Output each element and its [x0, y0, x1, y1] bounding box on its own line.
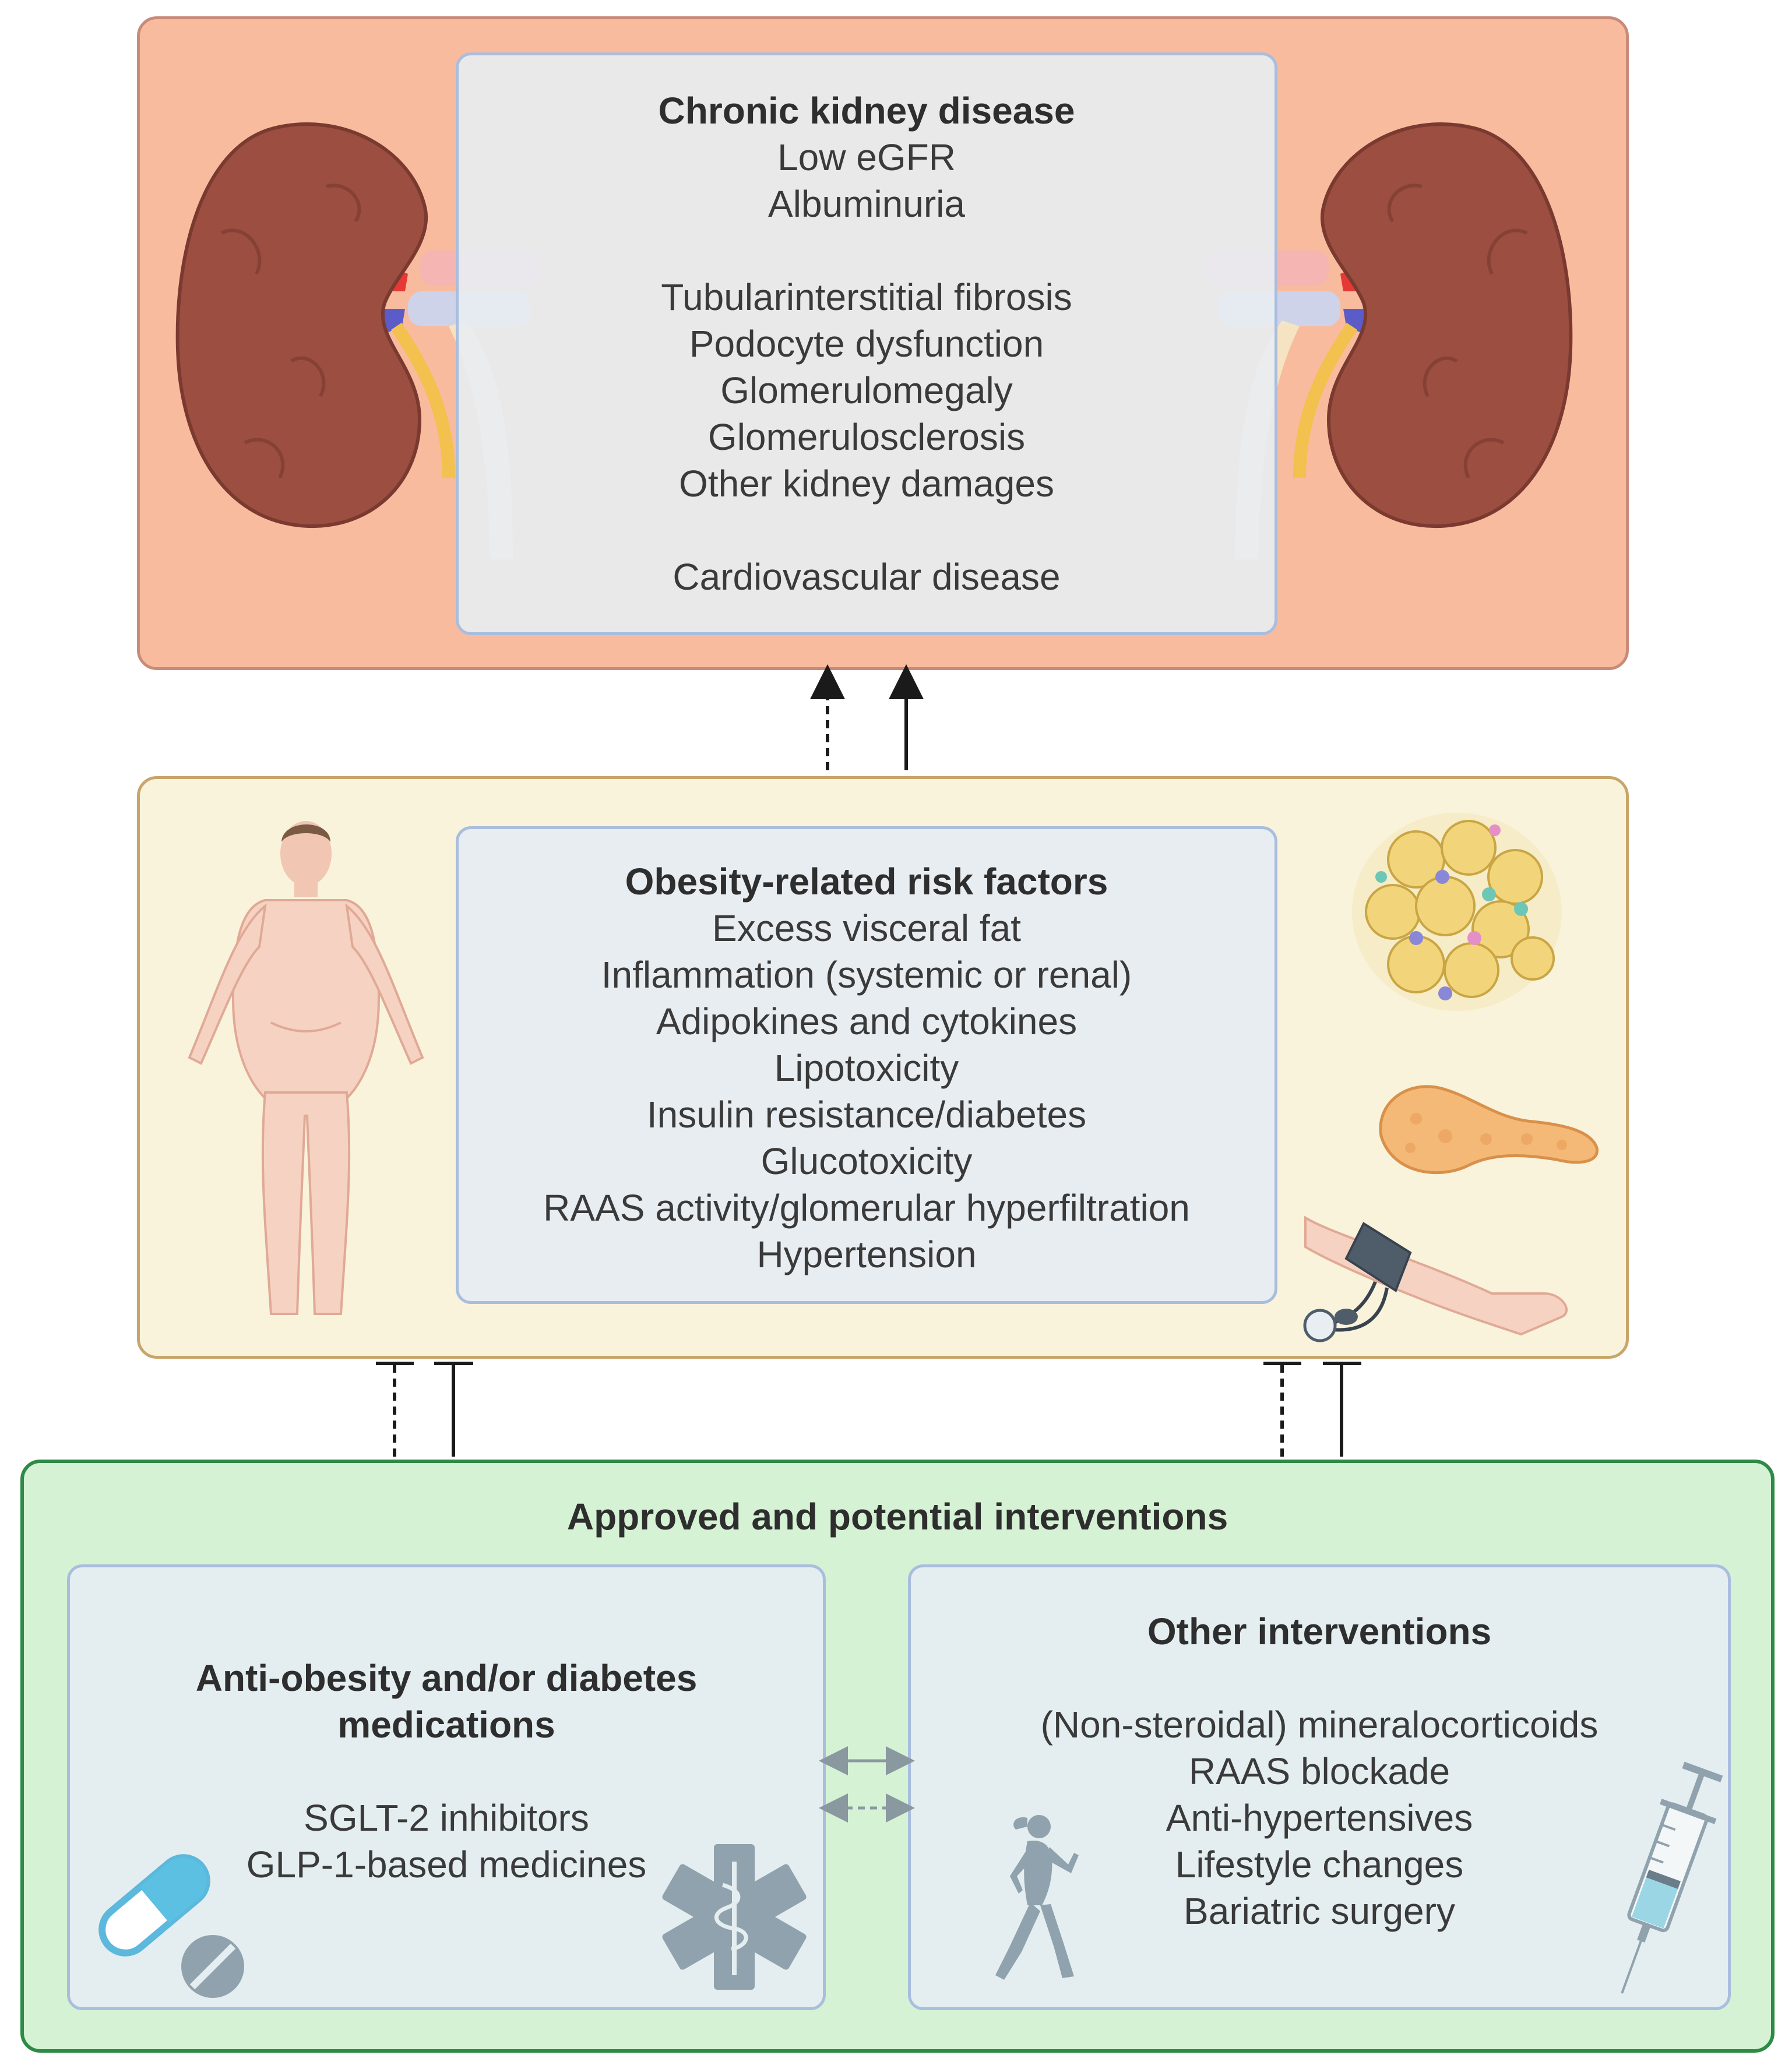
- interventions-title: Approved and potential interventions: [566, 1496, 1228, 1538]
- obese-person-icon: [188, 821, 424, 1315]
- capsule-pill-icon: [98, 1854, 210, 1957]
- ckd-damage: Tubularinterstitial fibrosis: [661, 276, 1072, 318]
- other-intervention-item: (Non-steroidal) mineralocorticoids: [1040, 1704, 1599, 1746]
- risk-title: Obesity-related risk factors: [625, 861, 1108, 903]
- ckd-item: Albuminuria: [768, 183, 965, 225]
- other-interventions-box: Other interventions (Non-steroidal) mine…: [908, 1564, 1731, 2010]
- ckd-title: Chronic kidney disease: [658, 90, 1075, 132]
- medications-title-line1: Anti-obesity and/or diabetes: [195, 1657, 698, 1699]
- ckd-damage: Other kidney damages: [679, 463, 1054, 505]
- medication-item: GLP-1-based medicines: [246, 1844, 647, 1885]
- ckd-cvd: Cardiovascular disease: [673, 556, 1061, 598]
- pancreas-icon: [1379, 1085, 1599, 1175]
- other-intervention-item: RAAS blockade: [1188, 1750, 1451, 1792]
- risk-item: RAAS activity/glomerular hyperfiltration: [543, 1187, 1190, 1229]
- ckd-damage: Glomerulomegaly: [720, 369, 1013, 411]
- risk-item: Lipotoxicity: [774, 1047, 959, 1089]
- adipose-tissue-icon: [1352, 813, 1562, 1011]
- inhibits-connector-dotted-right: [1263, 1362, 1301, 1457]
- star-of-life-icon: [662, 1844, 807, 1990]
- blood-pressure-cuff-icon: [1303, 1215, 1568, 1342]
- risk-item: Glucotoxicity: [761, 1140, 973, 1182]
- other-intervention-item: Bariatric surgery: [1184, 1890, 1455, 1932]
- medications-title-line2: medications: [337, 1704, 555, 1746]
- ckd-text-box: Chronic kidney disease Low eGFR Albuminu…: [456, 52, 1277, 635]
- syringe-icon: [1621, 1761, 1723, 1994]
- risk-item: Excess visceral fat: [712, 907, 1021, 949]
- risk-item: Insulin resistance/diabetes: [646, 1094, 1087, 1136]
- risk-item: Adipokines and cytokines: [656, 1000, 1078, 1042]
- walking-woman-icon: [995, 1815, 1079, 1980]
- tablet-pill-icon: [181, 1935, 244, 1998]
- ckd-item: Low eGFR: [777, 136, 956, 178]
- other-intervention-item: Lifestyle changes: [1175, 1844, 1464, 1885]
- ckd-damage: Glomerulosclerosis: [707, 416, 1026, 458]
- ckd-damage: Podocyte dysfunction: [689, 323, 1044, 365]
- risk-item: Inflammation (systemic or renal): [601, 954, 1132, 996]
- medication-item: SGLT-2 inhibitors: [304, 1797, 589, 1839]
- other-intervention-item: Anti-hypertensives: [1166, 1797, 1473, 1839]
- other-interventions-title: Other interventions: [1147, 1610, 1492, 1652]
- inhibits-connector-dotted-left: [376, 1362, 414, 1457]
- risk-item: Hypertension: [756, 1233, 977, 1275]
- risk-text-box: Obesity-related risk factors Excess visc…: [456, 826, 1277, 1304]
- medications-box: Anti-obesity and/or diabetes medications…: [67, 1564, 826, 2010]
- inhibits-connector-solid-right: [1323, 1362, 1361, 1457]
- inhibits-connector-solid-left: [434, 1362, 473, 1457]
